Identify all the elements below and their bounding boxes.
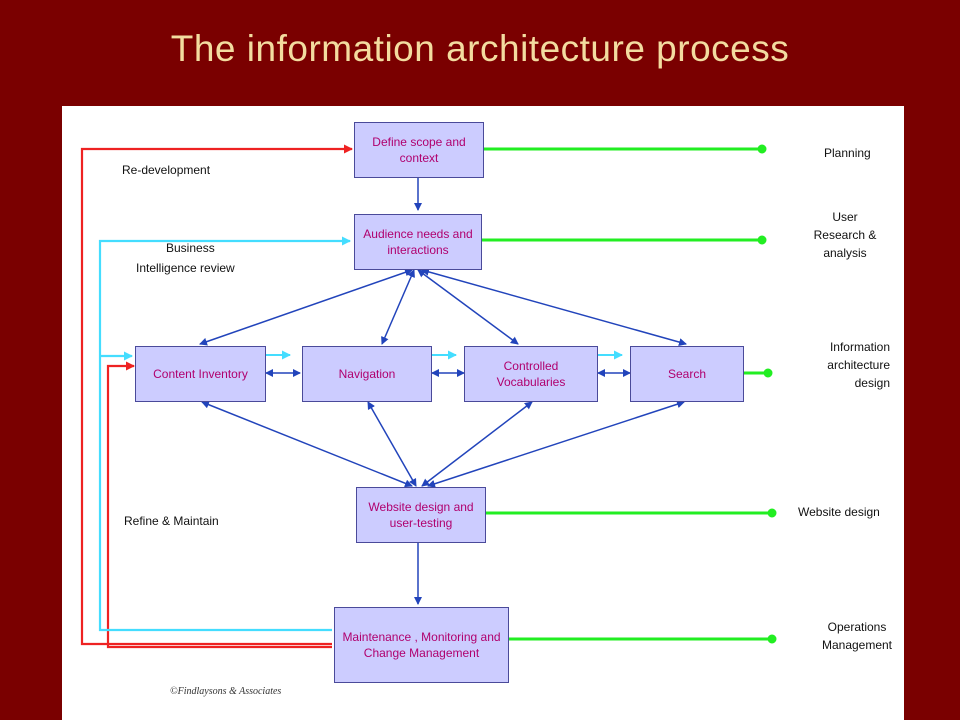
- phase-planning: Planning: [824, 146, 871, 160]
- box-define-scope: Define scope and context: [354, 122, 484, 178]
- phase-user-research: User Research & analysis: [813, 210, 877, 260]
- business-loop: [98, 236, 351, 632]
- copyright-notice: ©Findlaysons & Associates: [170, 686, 282, 697]
- box-content-inventory: Content Inventory: [135, 346, 266, 402]
- box-navigation: Navigation: [302, 346, 432, 402]
- phase-operations-management: Operations Management: [821, 620, 893, 652]
- box-controlled-vocabularies: Controlled Vocabularies: [464, 346, 598, 402]
- box-maintenance: Maintenance , Monitoring and Change Mana…: [334, 607, 509, 683]
- slide-title: The information architecture process: [170, 28, 790, 69]
- flow-arrows: [199, 178, 687, 605]
- label-intelligence-review: Intelligence review: [136, 261, 235, 275]
- phase-ia-design: Information architecture design: [827, 340, 890, 390]
- phase-website-design: Website design: [798, 505, 880, 519]
- label-redevelopment: Re-development: [122, 163, 211, 177]
- diagram-panel: Define scope and context Audience needs …: [62, 106, 904, 720]
- box-search: Search: [630, 346, 744, 402]
- label-business: Business: [166, 241, 215, 255]
- box-audience-needs: Audience needs and interactions: [354, 214, 482, 270]
- redevelopment-loop: [80, 144, 353, 649]
- label-refine-maintain: Refine & Maintain: [124, 514, 219, 528]
- phase-lines: [420, 144, 777, 644]
- box-website-design: Website design and user-testing: [356, 487, 486, 543]
- diagram-connectors: [80, 144, 777, 649]
